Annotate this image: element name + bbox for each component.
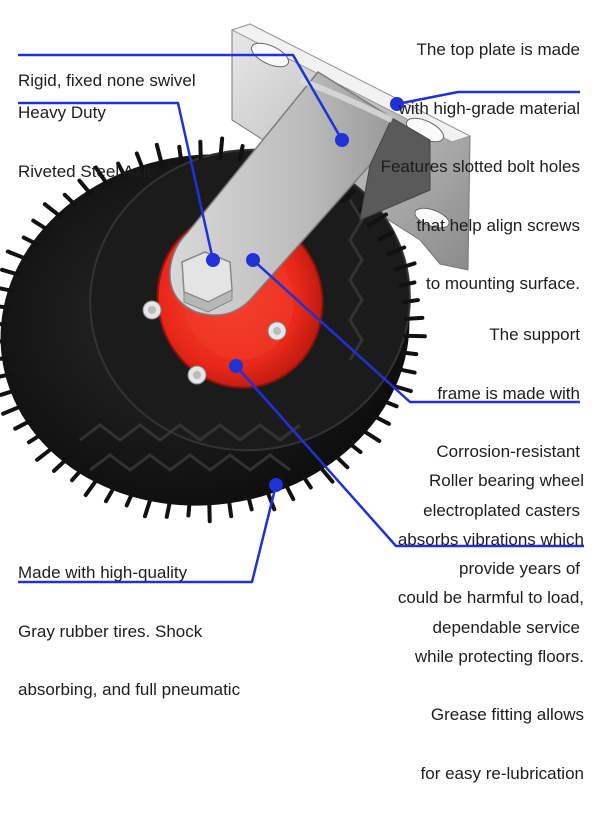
tire-spike: [240, 146, 243, 160]
callout-line: with high-grade material: [381, 99, 580, 119]
tire-spike: [37, 448, 53, 460]
callout-line: The top plate is made: [381, 40, 580, 60]
tire-spike: [86, 479, 98, 495]
tire-spike: [33, 221, 47, 230]
callout-line: Gray rubber tires. Shock: [18, 622, 240, 642]
callout-line: The support: [423, 325, 580, 345]
tire-spike: [54, 459, 66, 471]
tire-spike: [335, 455, 347, 467]
callout-dot: [229, 359, 243, 373]
callout-line: that help align screws: [381, 216, 580, 236]
tire-spike: [0, 305, 8, 307]
callout-line: Roller bearing wheel: [398, 471, 584, 491]
callout-line: could be harmful to load,: [398, 588, 584, 608]
tire-spike: [374, 416, 389, 424]
rim-bolt: [188, 366, 206, 384]
tire-spike: [24, 238, 36, 244]
callout-line: absorbing, and full pneumatic: [18, 680, 240, 700]
callout-roller-bearing: Roller bearing wheel absorbs vibrations …: [398, 432, 584, 822]
callout-line: frame is made with: [423, 384, 580, 404]
tire-spike: [15, 421, 30, 429]
tire-spike: [220, 139, 222, 159]
callout-axle: Heavy Duty Riveted Steel Axle: [18, 64, 156, 220]
tire-spike: [402, 353, 416, 355]
tire-spike: [3, 406, 21, 414]
callout-line: Heavy Duty: [18, 103, 156, 123]
tire-spike: [362, 430, 379, 441]
tire-spike: [229, 499, 231, 516]
callout-line: absorbs vibrations which: [398, 530, 584, 550]
callout-dot: [335, 133, 349, 147]
callout-line: while protecting floors.: [398, 647, 584, 667]
product-infographic: Rigid, fixed none swivel Heavy Duty Rive…: [0, 0, 600, 600]
tire-spike: [8, 252, 27, 259]
rim-bolt: [268, 322, 286, 340]
callout-line: Features slotted bolt holes: [381, 157, 580, 177]
tire-spike: [405, 336, 425, 337]
tire-spike: [188, 502, 189, 516]
rim-bolt: [143, 301, 161, 319]
callout-line: Riveted Steel Axle: [18, 162, 156, 182]
callout-top-plate: The top plate is made with high-grade ma…: [381, 1, 580, 333]
callout-dot: [246, 253, 260, 267]
callout-line: Made with high-quality: [18, 563, 240, 583]
callout-dot: [269, 478, 283, 492]
callout-tires: Made with high-quality Gray rubber tires…: [18, 524, 240, 739]
tire-spike: [0, 288, 12, 291]
tire-spike: [349, 443, 360, 452]
tire-spike: [179, 147, 181, 161]
tire-spike: [0, 341, 5, 342]
callout-dot: [206, 253, 220, 267]
callout-line: for easy re-lubrication: [398, 764, 584, 784]
callout-line: Grease fitting allows: [398, 705, 584, 725]
